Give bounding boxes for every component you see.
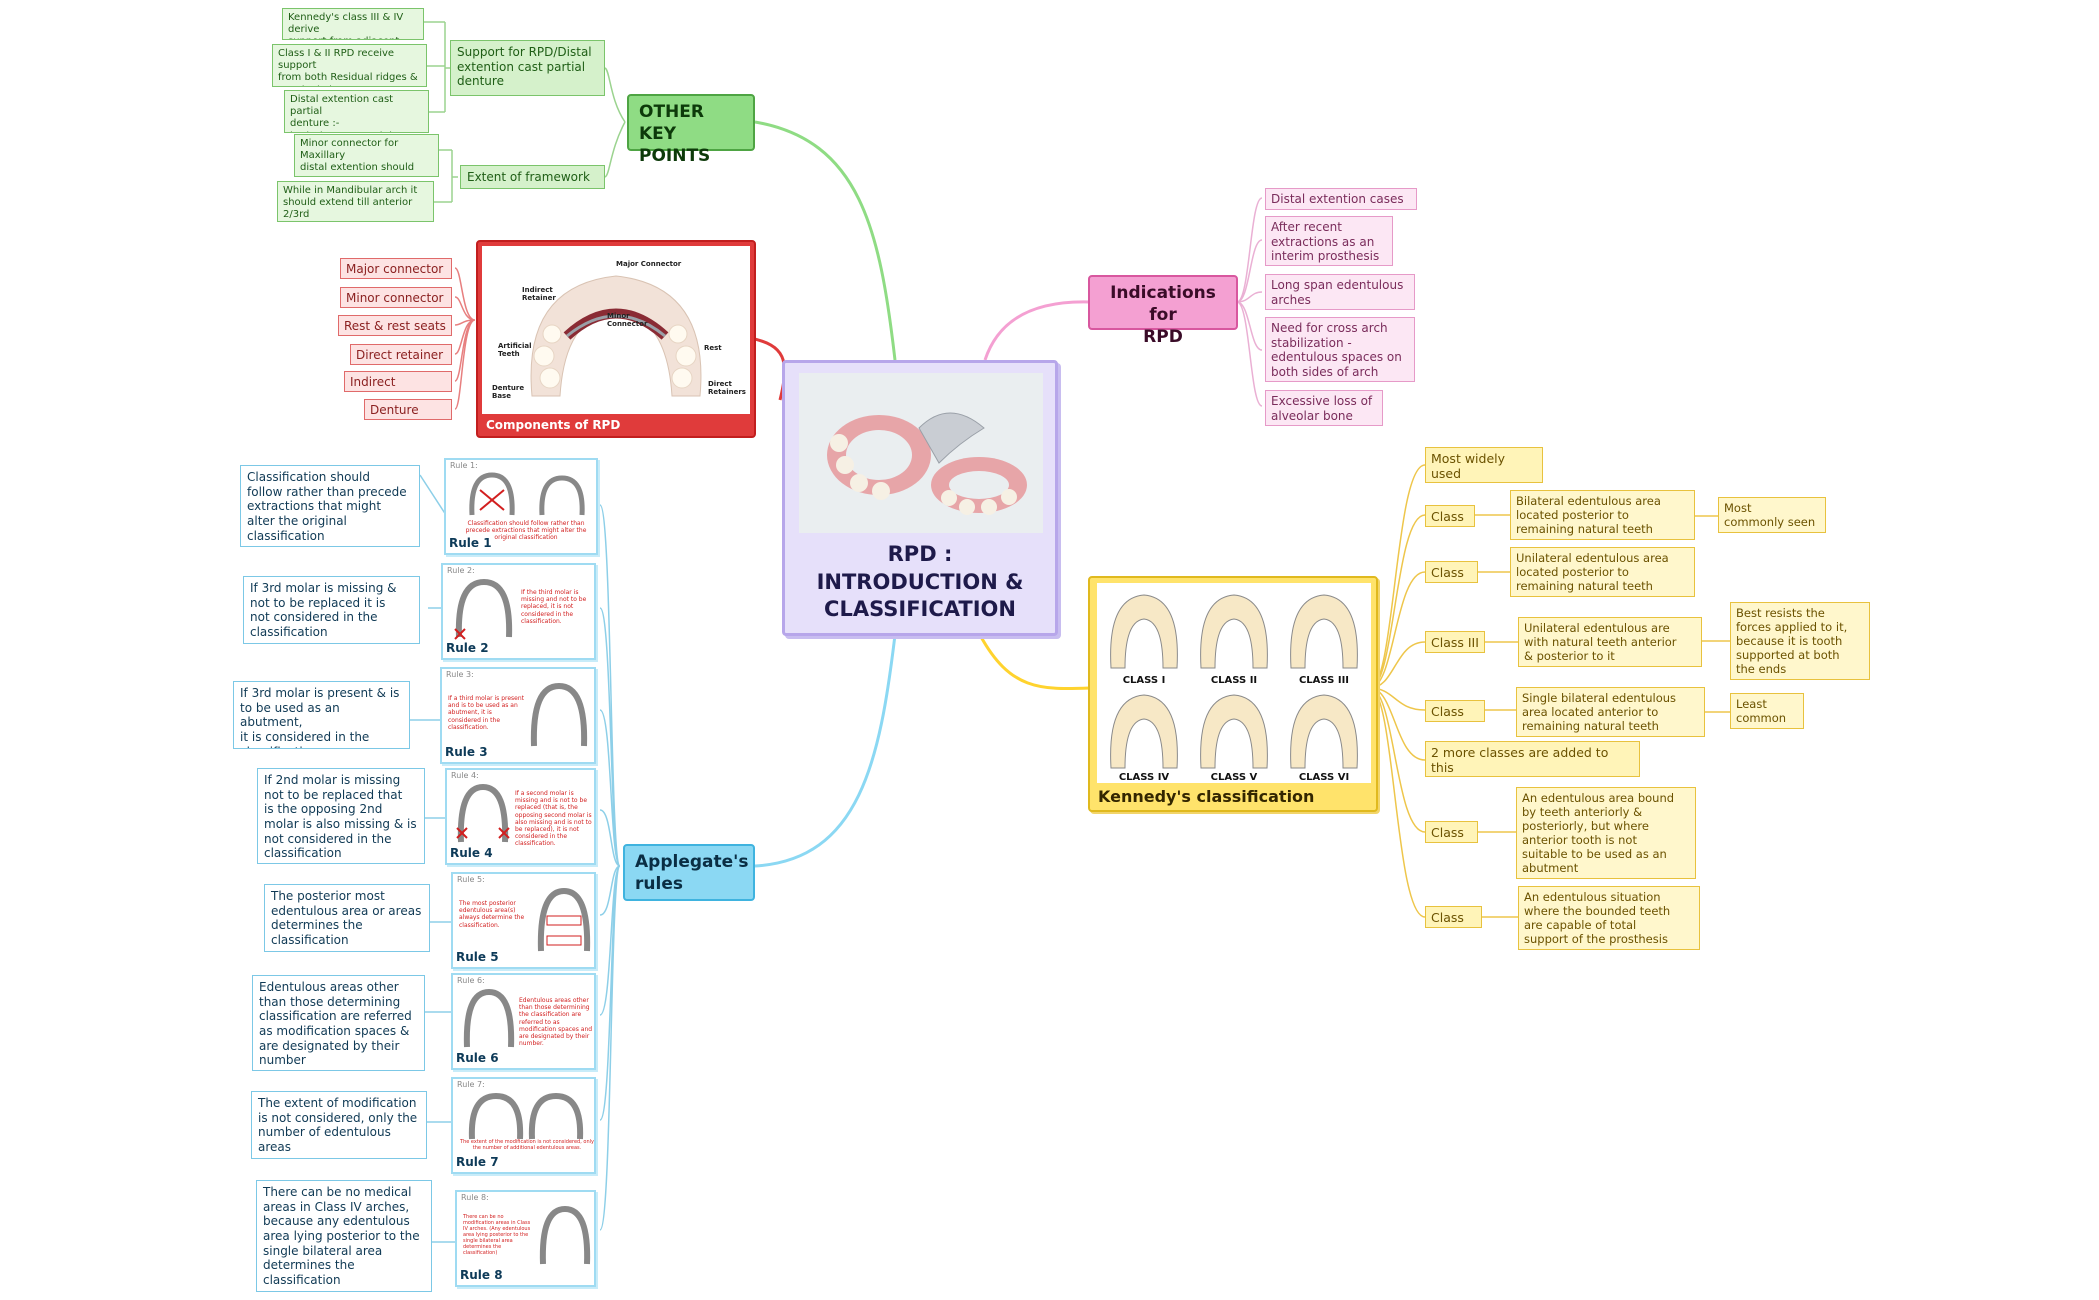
kennedy-class-v-label: CLASS V	[1211, 772, 1258, 783]
indications-node[interactable]: Indications for RPD	[1088, 275, 1238, 347]
rule-2-box[interactable]: Rule 2: If the third molar is missing an…	[441, 563, 596, 660]
rule-8-image	[539, 1205, 591, 1265]
indication-long-span[interactable]: Long span edentulous arches	[1265, 274, 1415, 310]
rule-5-image	[537, 887, 591, 952]
support-item-3[interactable]: Distal extention cast partial denture :-…	[284, 90, 429, 133]
component-direct-retainer[interactable]: Direct retainer	[350, 344, 452, 365]
rule-8-box[interactable]: Rule 8: There can be no modification are…	[455, 1190, 596, 1287]
rule-2-text[interactable]: If 3rd molar is missing & not to be repl…	[243, 576, 420, 644]
applegate-node[interactable]: Applegate's rules	[623, 844, 755, 901]
kennedy-node[interactable]: CLASS I CLASS II CLASS III CLASS IV CLAS…	[1088, 576, 1378, 812]
kennedy-class-v[interactable]: Class V	[1425, 821, 1478, 843]
rule-5-text[interactable]: The posterior most edentulous area or ar…	[264, 884, 430, 952]
kennedy-class-i[interactable]: Class I	[1425, 505, 1475, 527]
svg-text:Rest: Rest	[704, 344, 722, 352]
central-title: RPD : INTRODUCTION & CLASSIFICATION	[816, 542, 1024, 622]
kennedy-class-iv[interactable]: Class IV	[1425, 700, 1485, 722]
kennedy-most-widely-used[interactable]: Most widely used Classification	[1425, 447, 1543, 483]
rule-3-box[interactable]: Rule 3: If a third molar is present and …	[440, 667, 596, 764]
kennedy-title: Kennedy's classification	[1098, 787, 1315, 806]
rule-7-text[interactable]: The extent of modification is not consid…	[251, 1091, 427, 1159]
kennedy-class-i-desc[interactable]: Bilateral edentulous area located poster…	[1510, 490, 1695, 540]
extent-framework-node[interactable]: Extent of framework	[460, 165, 605, 189]
kennedy-class-vi-label: CLASS VI	[1299, 772, 1349, 783]
central-node[interactable]: RPD : INTRODUCTION & CLASSIFICATION	[782, 360, 1058, 636]
component-rest-seats[interactable]: Rest & rest seats	[338, 315, 452, 336]
label-major: Major Connector	[616, 260, 682, 268]
rule-1-box[interactable]: Rule 1: Classification should follow rat…	[444, 458, 598, 555]
kennedy-class-iv-note[interactable]: Least common	[1730, 693, 1804, 729]
rule-7-box[interactable]: Rule 7: The extent of the modification i…	[451, 1077, 596, 1174]
kennedy-class-iv-label: CLASS IV	[1119, 772, 1170, 783]
kennedy-class-i-label: CLASS I	[1123, 675, 1166, 686]
rule-6-text[interactable]: Edentulous areas other than those determ…	[252, 975, 425, 1071]
rule-1-text[interactable]: Classification should follow rather than…	[240, 465, 420, 547]
rule-4-box[interactable]: Rule 4: If a second molar is missing and…	[445, 768, 596, 865]
other-key-points-node[interactable]: OTHER KEY POINTS	[627, 94, 755, 166]
kennedy-class-i-note[interactable]: Most commonly seen	[1718, 497, 1826, 533]
rule-4-text[interactable]: If 2nd molar is missing not to be replac…	[257, 768, 425, 864]
rule-4-image	[456, 783, 510, 843]
kennedy-class-ii-label: CLASS II	[1211, 675, 1257, 686]
rule-6-image	[463, 988, 515, 1048]
component-indirect-retainer[interactable]: Indirect retainer	[344, 371, 452, 392]
framework-item-2[interactable]: While in Mandibular arch it should exten…	[277, 181, 434, 222]
kennedy-class-v-desc[interactable]: An edentulous area bound by teeth anteri…	[1516, 787, 1696, 879]
kennedy-class-vi-desc[interactable]: An edentulous situation where the bounde…	[1518, 886, 1700, 950]
support-rpd-node[interactable]: Support for RPD/Distal extention cast pa…	[450, 40, 605, 96]
kennedy-class-vi[interactable]: Class VI	[1425, 906, 1482, 928]
kennedy-class-ii-desc[interactable]: Unilateral edentulous area located poste…	[1510, 547, 1695, 597]
support-item-1[interactable]: Kennedy's class III & IV derive support …	[282, 8, 424, 40]
rule-2-image	[454, 578, 513, 640]
kennedy-class-ii[interactable]: Class II	[1425, 561, 1478, 583]
rule-3-image	[530, 682, 588, 747]
rule-5-box[interactable]: Rule 5: The most posterior edentulous ar…	[451, 872, 596, 969]
kennedy-class-iii[interactable]: Class III	[1425, 631, 1485, 653]
indication-cross-arch[interactable]: Need for cross arch stabilization - eden…	[1265, 317, 1415, 382]
component-major-connector[interactable]: Major connector	[340, 258, 452, 279]
indication-recent-extractions[interactable]: After recent extractions as an interim p…	[1265, 216, 1393, 266]
rpd-photo	[799, 373, 1043, 533]
kennedy-more-classes[interactable]: 2 more classes are added to this classif…	[1425, 741, 1640, 777]
indication-bone-loss[interactable]: Excessive loss of alveolar bone	[1265, 390, 1383, 426]
rule-1-image	[469, 472, 585, 516]
rule-3-text[interactable]: If 3rd molar is present & is to be used …	[233, 681, 410, 749]
rule-6-box[interactable]: Rule 6: Edentulous areas other than thos…	[451, 973, 596, 1070]
component-minor-connector[interactable]: Minor connector	[340, 287, 452, 308]
component-denture-base[interactable]: Denture base	[364, 399, 452, 420]
indication-distal[interactable]: Distal extention cases	[1265, 188, 1417, 210]
kennedy-arches-image: CLASS I CLASS II CLASS III CLASS IV CLAS…	[1097, 583, 1371, 783]
kennedy-class-iv-desc[interactable]: Single bilateral edentulous area located…	[1516, 687, 1705, 737]
framework-item-1[interactable]: Minor connector for Maxillary distal ext…	[294, 134, 439, 177]
rule-8-text[interactable]: There can be no medical areas in Class I…	[256, 1180, 432, 1292]
kennedy-class-iii-desc[interactable]: Unilateral edentulous are with natural t…	[1518, 617, 1702, 667]
kennedy-class-iii-label: CLASS III	[1299, 675, 1349, 686]
support-item-2[interactable]: Class I & II RPD receive support from bo…	[272, 44, 427, 87]
components-caption: Components of RPD	[486, 418, 621, 432]
kennedy-class-iii-note[interactable]: Best resists the forces applied to it, b…	[1730, 602, 1870, 680]
rule-7-image	[468, 1092, 584, 1140]
